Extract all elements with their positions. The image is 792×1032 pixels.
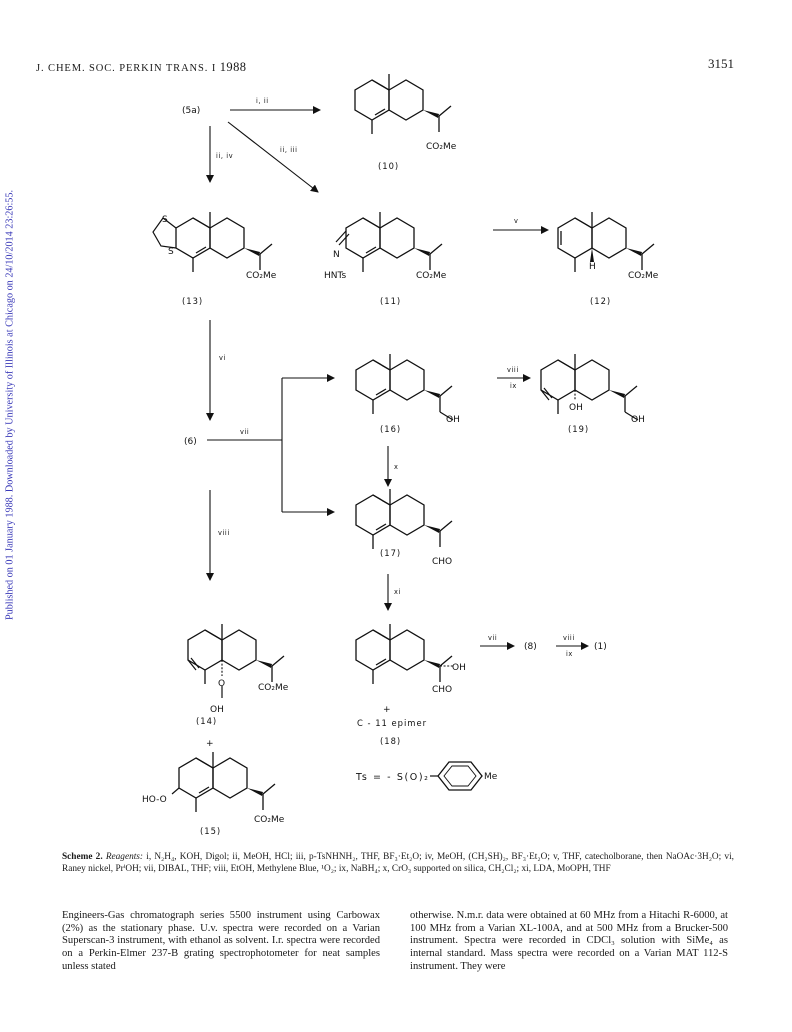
compound-18-structure	[355, 623, 453, 685]
scheme-2-diagram: (5a) i, ii CO₂Me (10) ii, iv ii, iii S S…	[142, 73, 659, 836]
reagent-label-x: x	[394, 463, 399, 471]
compound-label-11: (11)	[380, 296, 401, 306]
group-n-11: N	[333, 250, 340, 260]
reagent-label-viii: viii	[507, 366, 519, 374]
group-co2me-12: CO₂Me	[628, 271, 659, 281]
compound-label-13: (13)	[182, 296, 203, 306]
reagent-label-vii: vii	[240, 428, 249, 436]
journal-year: 1988	[219, 60, 247, 74]
compound-16-structure	[355, 353, 454, 421]
compound-10-structure	[354, 73, 452, 135]
group-oh-19-ring: OH	[569, 403, 583, 413]
benzene-ring-structure	[430, 761, 483, 791]
compound-label-19: (19)	[568, 424, 589, 434]
plus-sign-14-15: +	[206, 739, 214, 749]
group-h-12: H	[589, 262, 596, 272]
reagent-label-vii-b: vii	[488, 634, 497, 642]
group-s-13-bottom: S	[168, 247, 174, 257]
scheme-caption: Scheme 2. Reagents: i, N₂H₄, KOH, Digol;…	[62, 852, 734, 875]
group-oh-19-chain: OH	[631, 415, 645, 425]
compound-label-18: (18)	[380, 736, 401, 746]
caption-reagents-label: Reagents:	[105, 852, 144, 862]
group-oh-14: OH	[210, 705, 224, 715]
group-cho-18: CHO	[432, 685, 452, 695]
group-nhts-11: HNTs	[324, 271, 347, 281]
reagent-label-vi: vi	[219, 354, 226, 362]
group-cho-17: CHO	[432, 557, 452, 567]
compound-label-8: (8)	[524, 642, 537, 652]
journal-name: J. CHEM. SOC. PERKIN TRANS. I	[36, 63, 217, 74]
reagent-label-viii-b: viii	[563, 634, 575, 642]
group-oh-16: OH	[446, 415, 460, 425]
compound-19-structure	[540, 353, 639, 421]
reagent-label-ii-iii: ii, iii	[280, 146, 298, 154]
reagent-label-i-ii: i, ii	[256, 97, 269, 105]
group-co2me-10: CO₂Me	[426, 142, 457, 152]
body-column-left: Engineers-Gas chromatograph series 5500 …	[62, 910, 380, 972]
page-number: 3151	[708, 56, 734, 71]
group-co2me-15: CO₂Me	[254, 815, 285, 825]
reagent-label-v: v	[514, 217, 519, 225]
caption-text: i, N₂H₄, KOH, Digol; ii, MeOH, HCl; iii,…	[62, 852, 734, 874]
compound-label-14: (14)	[196, 716, 217, 726]
reagent-label-ix: ix	[510, 382, 517, 390]
compound-label-15: (15)	[200, 826, 221, 836]
compound-label-12: (12)	[590, 296, 611, 306]
group-co2me-11: CO₂Me	[416, 271, 447, 281]
compound-label-1: (1)	[594, 642, 607, 652]
group-o-14: O	[218, 679, 225, 689]
ts-definition: Ts = - S(O)₂	[355, 772, 430, 783]
compound-12-structure	[557, 211, 655, 273]
compound-13-structure	[152, 211, 273, 273]
running-header: J. CHEM. SOC. PERKIN TRANS. I 1988	[36, 60, 246, 75]
body-column-right: otherwise. N.m.r. data were obtained at …	[410, 910, 728, 972]
group-co2me-13: CO₂Me	[246, 271, 277, 281]
compound-17-structure	[355, 488, 453, 550]
reagent-label-ix-b: ix	[566, 650, 573, 658]
compound-11-structure	[335, 211, 443, 273]
compound-14-structure	[187, 623, 285, 698]
group-s-13-top: S	[162, 215, 168, 225]
c11-epimer-label: C - 11 epimer	[357, 718, 427, 728]
caption-label: Scheme 2.	[62, 852, 103, 862]
reagent-label-xi: xi	[394, 588, 401, 596]
compound-label-10: (10)	[378, 161, 399, 171]
compound-15-structure	[171, 751, 276, 813]
compound-label-5a: (5a)	[182, 106, 200, 116]
compound-label-17: (17)	[380, 548, 401, 558]
reagent-label-viii-left: viii	[218, 529, 230, 537]
compound-label-6: (6)	[184, 437, 197, 447]
reagent-label-ii-iv: ii, iv	[216, 152, 233, 160]
group-oh-18: OH	[452, 663, 466, 673]
group-me-ts: Me	[484, 772, 498, 782]
group-hoo-15: HO-O	[142, 795, 167, 805]
plus-sign-18: +	[383, 705, 391, 715]
group-co2me-14: CO₂Me	[258, 683, 289, 693]
compound-label-16: (16)	[380, 424, 401, 434]
